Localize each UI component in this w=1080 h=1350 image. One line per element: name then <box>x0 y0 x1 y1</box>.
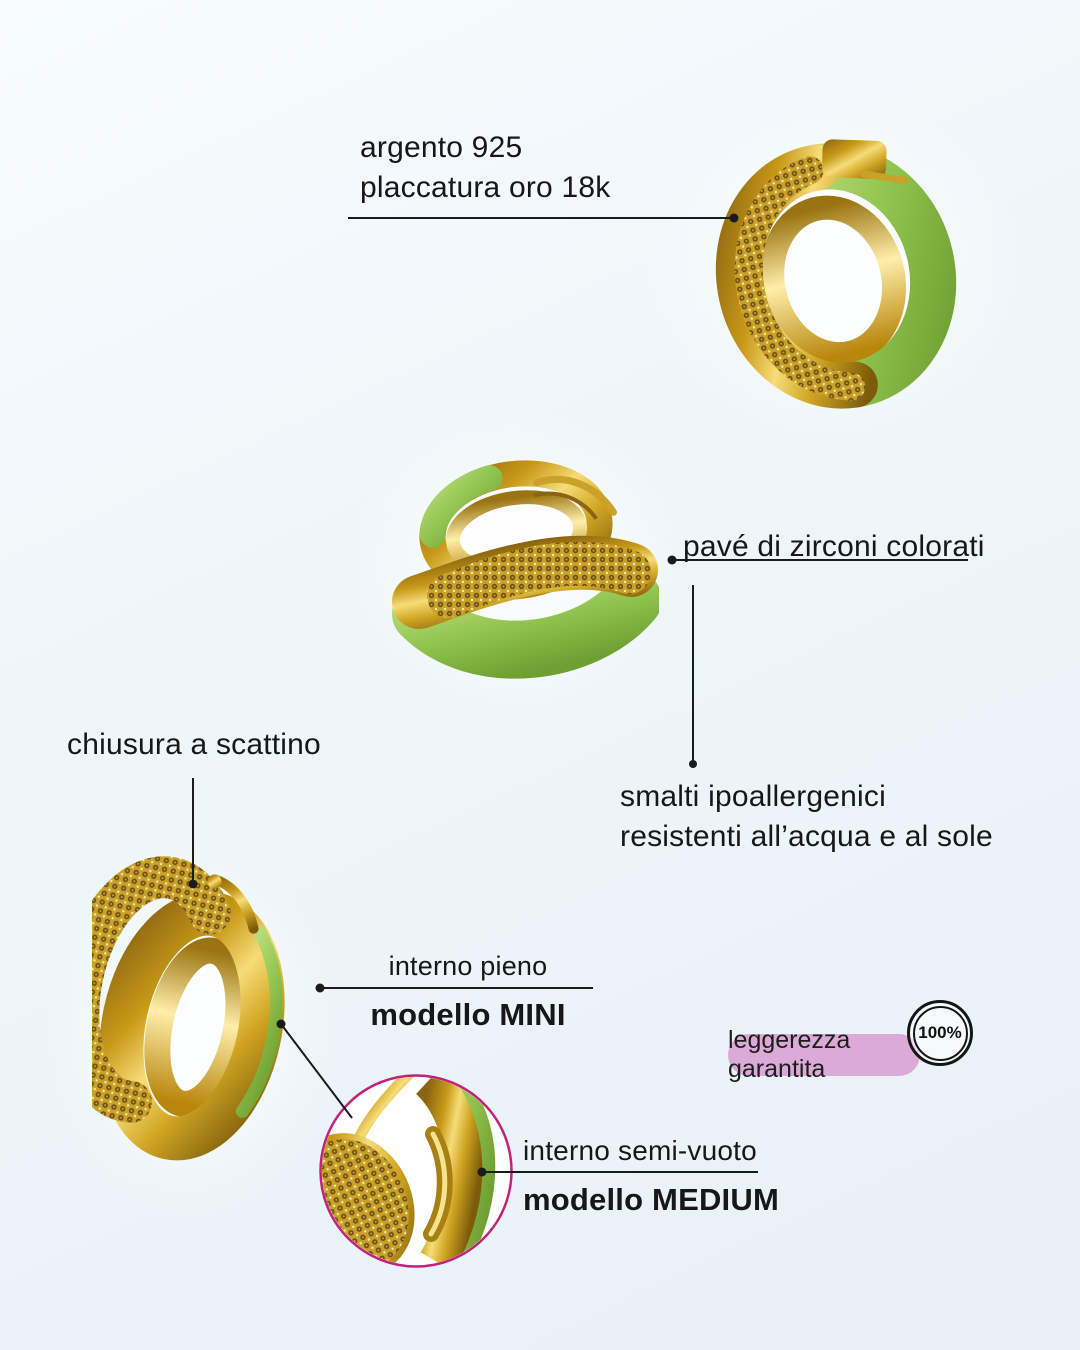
annotation-enamel-line1: smalti ipoallergenici <box>620 780 886 813</box>
earring-photo-center-pair <box>392 460 659 679</box>
annotation-mini-model: modello MINI <box>370 997 566 1032</box>
annotation-mini-feature: interno pieno <box>388 951 548 981</box>
clasp-pin <box>533 475 617 516</box>
earring-photo-bottom-left <box>92 856 285 1161</box>
gold-band <box>415 1077 483 1265</box>
clasp-knob <box>207 874 222 889</box>
hoop-inner-wall <box>144 937 252 1117</box>
annotation-clasp: chiusura a scattino <box>67 725 321 765</box>
annotation-pave: pavé di zirconi colorati <box>683 527 985 567</box>
annotation-medium-model: modello MEDIUM <box>523 1182 779 1217</box>
guarantee-badge: leggerezza garantita <box>728 1026 920 1083</box>
hoop-inner-wall <box>760 195 906 367</box>
enamel-edge <box>235 926 283 1118</box>
groove-highlight <box>428 1131 448 1237</box>
clasp-pin <box>860 170 909 184</box>
leader-dot-enamel <box>689 760 697 768</box>
earring-photo-top-right <box>715 139 957 409</box>
clasp-hinge <box>821 139 887 179</box>
annotation-material: argento 925 placcatura oro 18k <box>360 128 610 208</box>
annotation-pave-label: pavé di zirconi colorati <box>683 530 985 563</box>
annotation-clasp-label: chiusura a scattino <box>67 728 321 761</box>
magnifier-detail-circle <box>319 1074 513 1268</box>
annotation-material-line2: placcatura oro 18k <box>360 171 611 204</box>
pave-band <box>92 856 231 1123</box>
pave-band <box>427 541 651 618</box>
annotation-enamel-line2: resistenti all’acqua e al sole <box>620 820 993 853</box>
annotation-medium-feature: interno semi-vuoto <box>523 1135 757 1166</box>
leader-dot-pave <box>667 555 677 565</box>
stamp-label: 100% <box>912 1005 968 1061</box>
stamp-100-percent: 100% <box>907 1000 973 1066</box>
enamel-band <box>392 571 659 679</box>
pave-band <box>734 156 866 401</box>
leader-dot-mini <box>315 983 325 993</box>
guarantee-badge-label: leggerezza garantita <box>728 1026 851 1083</box>
back-hoop-enamel <box>419 465 503 548</box>
annotation-mini: interno pieno modello MINI <box>340 950 596 1034</box>
annotation-medium: interno semi-vuoto modello MEDIUM <box>523 1134 779 1219</box>
clasp-pin <box>351 1077 415 1148</box>
annotation-enamel: smalti ipoallergenici resistenti all’acq… <box>620 777 993 857</box>
annotation-material-line1: argento 925 <box>360 131 523 164</box>
clasp-pin-shadow <box>533 491 598 520</box>
